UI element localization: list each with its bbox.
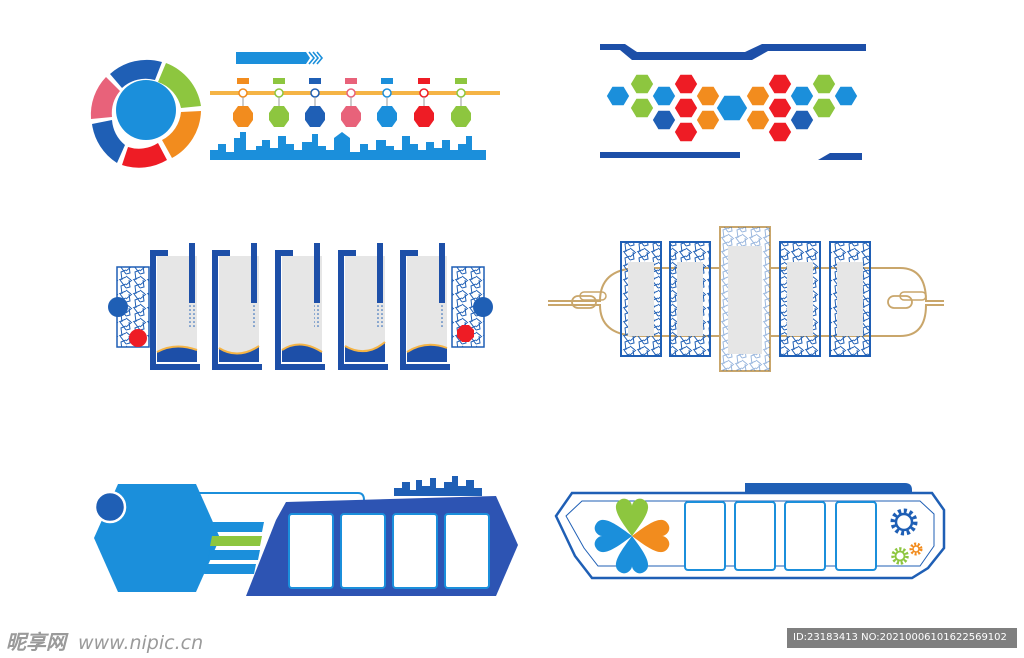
donut-chart-graphic <box>90 59 201 168</box>
gold-rail-panel-element <box>548 226 944 372</box>
clover-gears-element <box>554 483 946 580</box>
rail-panels <box>620 226 871 372</box>
gear-icon-small-green <box>891 547 909 565</box>
donut-timeline-element <box>90 51 500 168</box>
watermark-brand: 昵享网 <box>6 630 66 654</box>
city-skyline <box>210 132 486 160</box>
hexagon-board-element <box>93 476 518 596</box>
honeycomb-element <box>600 44 866 160</box>
watermark-id: ID:23183413 NO:20210006101622569102 <box>787 628 1017 648</box>
watermark-site: www.nipic.cn <box>78 632 204 654</box>
timeline-nodes <box>233 78 471 127</box>
hexagon-cluster <box>605 73 859 143</box>
clover-slots <box>684 501 877 571</box>
lattice-panel-element <box>108 243 493 370</box>
gear-icon <box>890 508 918 536</box>
board-slots <box>288 513 490 589</box>
panel-frames <box>150 243 450 370</box>
arrow-banner <box>236 51 324 65</box>
clover-logo <box>594 498 670 574</box>
watermark-left: 昵享网 www.nipic.cn <box>6 626 203 655</box>
gear-icon-small-orange <box>909 542 923 556</box>
board-skyline <box>394 476 482 496</box>
timeline-track <box>210 78 500 127</box>
